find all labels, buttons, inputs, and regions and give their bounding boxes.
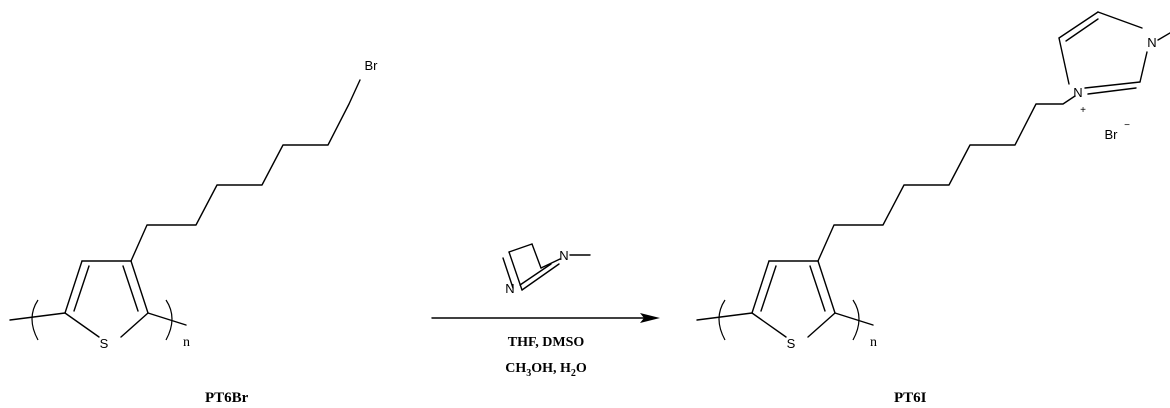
product-bracket-right bbox=[852, 299, 860, 341]
product-imidazolium-ring bbox=[1058, 11, 1170, 95]
product-counterion: Br bbox=[1105, 127, 1119, 142]
product-hexyl-chain bbox=[817, 95, 1076, 262]
reagent-methylimidazole: N N bbox=[502, 243, 591, 296]
product-thiophene-ring bbox=[751, 260, 836, 338]
reactant-backbone-left bbox=[9, 312, 66, 321]
product-counterion-charge: − bbox=[1124, 120, 1130, 131]
reactant-repeat-index: n bbox=[183, 335, 190, 350]
product-nitrogen-methyl: N bbox=[1147, 35, 1156, 50]
reagent-nitrogen-2: N bbox=[505, 281, 514, 296]
reactant-bromine-label: Br bbox=[365, 58, 379, 73]
reagent-nitrogen-1: N bbox=[559, 248, 568, 263]
reactant-bracket-left bbox=[31, 299, 39, 341]
reactant-name: PT6Br bbox=[205, 390, 249, 406]
product-repeat-index: n bbox=[870, 335, 877, 350]
product-cation-charge: + bbox=[1080, 105, 1086, 116]
condition-solvents-2: CH3OH, H2O bbox=[505, 361, 587, 379]
reactant-backbone-right bbox=[147, 312, 187, 326]
reactant-sulfur-label: S bbox=[100, 336, 109, 351]
reaction-arrow bbox=[431, 313, 660, 323]
product-sulfur-label: S bbox=[787, 336, 796, 351]
product-nitrogen-cation: N bbox=[1073, 85, 1082, 100]
reactant-hexyl-chain bbox=[130, 79, 361, 262]
reactant-structure: S n Br PT6Br bbox=[9, 58, 379, 406]
product-backbone-left bbox=[696, 312, 753, 321]
product-backbone-right bbox=[834, 312, 874, 326]
product-name: PT6I bbox=[894, 390, 927, 406]
condition-solvents-1: THF, DMSO bbox=[508, 335, 585, 350]
product-structure: S n N N + Br − PT6I bbox=[696, 11, 1170, 406]
reactant-thiophene-ring bbox=[64, 260, 149, 338]
product-bracket-left bbox=[718, 299, 726, 341]
reactant-bracket-right bbox=[165, 299, 173, 341]
